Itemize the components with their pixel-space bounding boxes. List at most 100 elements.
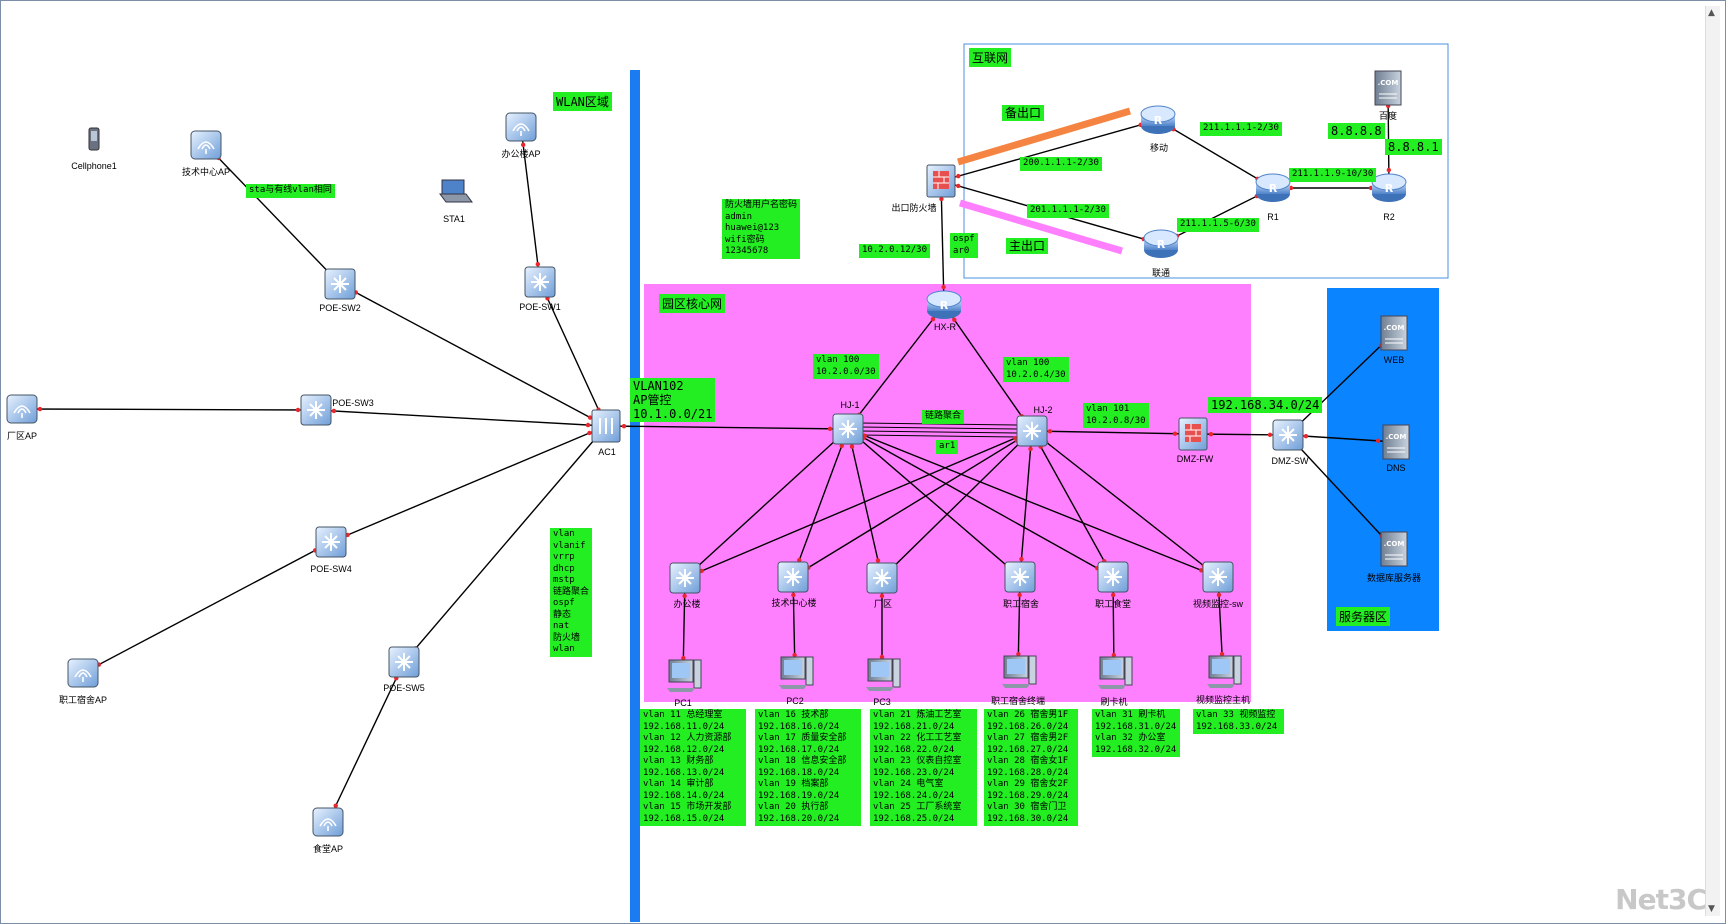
pc3-label: PC3 bbox=[873, 697, 891, 707]
port-dot bbox=[791, 592, 796, 598]
link-switch-hj2-switch-canteen bbox=[1031, 430, 1114, 578]
router-glyph: R bbox=[940, 299, 949, 312]
ap-dorm-label: 职工宿舍AP bbox=[58, 695, 108, 705]
server-body bbox=[1380, 315, 1408, 351]
poe-sw5-icon bbox=[388, 646, 420, 678]
port-dot bbox=[941, 284, 946, 290]
ap-office-label: 办公楼AP bbox=[501, 149, 541, 159]
switch-arrows bbox=[322, 533, 340, 551]
port-dot bbox=[331, 408, 337, 414]
switch-arrows bbox=[676, 569, 694, 587]
switch-office-icon bbox=[669, 562, 701, 594]
note-vlan102: VLAN102 AP管控 10.1.0.0/21 bbox=[630, 378, 716, 422]
router-r2-icon: R bbox=[1371, 173, 1407, 202]
router-top bbox=[1255, 173, 1291, 191]
ap-waves bbox=[13, 405, 31, 418]
port-dot bbox=[827, 426, 833, 431]
scroll-up-icon[interactable]: ▲ bbox=[1708, 8, 1715, 18]
vlan-table-tech: vlan 16 技术部 192.168.16.0/24 vlan 17 质量安全… bbox=[755, 709, 861, 826]
ap-office-icon bbox=[505, 112, 537, 142]
switch-arrows bbox=[1279, 426, 1297, 444]
pc-tower bbox=[805, 656, 814, 686]
poe-sw2-label: POE-SW2 bbox=[319, 303, 361, 313]
server-body bbox=[1382, 424, 1410, 460]
note-dmz-net: 192.168.34.0/24 bbox=[1208, 397, 1323, 413]
pc-card-label: 刷卡机 bbox=[1100, 697, 1128, 707]
ac1-label: AC1 bbox=[598, 447, 616, 457]
port-dot bbox=[1303, 433, 1309, 439]
switch-canteen-icon bbox=[1097, 561, 1129, 593]
pc-video-label: 视频监控主机 bbox=[1195, 695, 1251, 705]
server-glyph: .COM bbox=[1378, 79, 1399, 87]
switch-arrows bbox=[873, 569, 891, 587]
note-sta-vlan: sta与有线vlan相同 bbox=[246, 184, 335, 198]
port-dot bbox=[1216, 592, 1222, 598]
switch-hj2-icon bbox=[1016, 415, 1048, 447]
pc-keyboard bbox=[667, 688, 695, 692]
port-dot bbox=[520, 142, 526, 148]
note-fw-credentials: 防火墙用户名密码 admin huawei@123 wifi密码 1234567… bbox=[722, 199, 801, 259]
router-glyph: R bbox=[1385, 182, 1394, 195]
note-main-exit: 主出口 bbox=[1006, 238, 1049, 254]
dmz-firewall-icon bbox=[1178, 417, 1208, 451]
ap-waves bbox=[319, 818, 337, 831]
server-body bbox=[1380, 531, 1408, 567]
ap-dorm-icon bbox=[67, 658, 99, 688]
pc-tower bbox=[892, 658, 901, 688]
sw-office-label: 办公楼 bbox=[673, 599, 701, 609]
poe-sw3-label: POE-SW3 bbox=[332, 398, 374, 408]
ap-canteen-label: 食堂AP bbox=[312, 844, 344, 854]
switch-arrows bbox=[1104, 568, 1122, 586]
server-db-icon: .COM bbox=[1380, 531, 1408, 567]
port-dot bbox=[1017, 592, 1022, 598]
ap-factory-label: 厂区AP bbox=[6, 431, 38, 441]
poe-sw2-icon bbox=[324, 268, 356, 300]
port-dot bbox=[587, 430, 592, 436]
ap-waves bbox=[197, 141, 215, 154]
core-zone bbox=[644, 284, 1251, 702]
link-router-mobile-router-r1 bbox=[1157, 119, 1274, 189]
wlan-zone-label: WLAN区域 bbox=[553, 92, 612, 111]
server-dns-icon: .COM bbox=[1382, 424, 1410, 460]
link-ap-dorm-poe-sw4 bbox=[82, 541, 332, 674]
link-switch-hj1-switch-canteen bbox=[847, 428, 1114, 578]
pc-keyboard bbox=[779, 685, 807, 689]
server-slots bbox=[1387, 447, 1405, 453]
ac1-icon bbox=[591, 409, 621, 443]
link-switch-hj1-switch-factory bbox=[847, 428, 883, 579]
server-web-icon: .COM bbox=[1380, 315, 1408, 351]
watermark: Net3C bbox=[1615, 883, 1707, 916]
fw-bricks bbox=[933, 171, 949, 189]
scroll-down-icon[interactable]: ▼ bbox=[1708, 904, 1715, 914]
link-dmz-switch-server-db bbox=[1287, 434, 1395, 550]
ap-tech-icon bbox=[190, 130, 222, 160]
pc-tower bbox=[1124, 656, 1133, 686]
vlan-table-video: vlan 33 视频监控 192.168.33.0/24 bbox=[1193, 709, 1284, 734]
ap-tech-label: 技术中心AP bbox=[181, 167, 231, 177]
sw-dorm-label: 职工宿舍 bbox=[1002, 599, 1040, 609]
fw-bricks bbox=[1185, 424, 1201, 442]
note-vlan100-left: vlan 100 10.2.0.0/30 bbox=[813, 354, 879, 379]
link-fw-exit-router-mobile bbox=[940, 119, 1159, 182]
pc-keyboard bbox=[1098, 685, 1126, 689]
note-ar1: ar1 bbox=[936, 440, 959, 454]
vlan-table-office: vlan 11 总经理室 192.168.11.0/24 vlan 12 人力资… bbox=[640, 709, 746, 826]
server-glyph: .COM bbox=[1384, 540, 1405, 548]
dmz-switch-icon bbox=[1272, 419, 1304, 451]
poe-sw5-label: POE-SW5 bbox=[383, 683, 425, 693]
link-switch-hj2-switch-dorm bbox=[1019, 430, 1033, 578]
server-slots bbox=[1385, 338, 1403, 344]
vlan-table-canteen: vlan 31 刷卡机 192.168.31.0/24 vlan 32 办公室 … bbox=[1092, 709, 1180, 757]
poe-sw3-icon bbox=[300, 394, 332, 426]
port-dot bbox=[1386, 167, 1392, 173]
core-zone-label: 园区核心网 bbox=[659, 294, 726, 313]
link-poe-sw3-ac1 bbox=[315, 409, 607, 427]
sta1-icon bbox=[439, 179, 473, 203]
note-vlan100-right: vlan 100 10.2.0.4/30 bbox=[1003, 357, 1069, 382]
pc-tower bbox=[1028, 655, 1037, 685]
port-dot bbox=[862, 433, 867, 438]
poe-sw1-label: POE-SW1 bbox=[519, 302, 561, 312]
server-glyph: .COM bbox=[1384, 324, 1405, 332]
vertical-scrollbar[interactable]: ▲ ▼ bbox=[1705, 6, 1720, 916]
link-ap-canteen-poe-sw5 bbox=[327, 661, 405, 823]
